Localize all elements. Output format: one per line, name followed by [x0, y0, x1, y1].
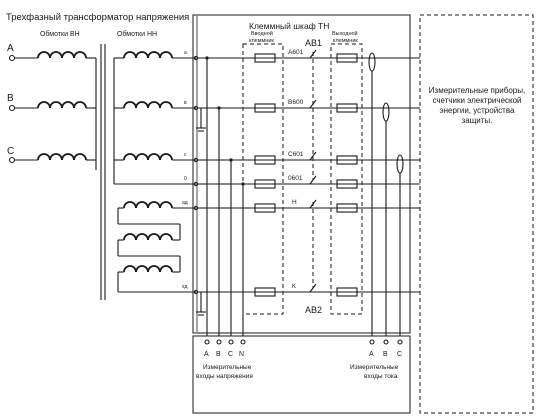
current-input-a: A — [369, 351, 374, 358]
circuit-label-n: Н — [292, 199, 297, 206]
voltage-input-wires — [205, 56, 245, 336]
phase-label-b: B — [7, 93, 14, 104]
voltage-input-b: B — [216, 351, 221, 358]
hv-coil-b — [37, 101, 87, 109]
circuit-label-k: К — [292, 283, 296, 290]
voltage-input-terminals — [204, 339, 246, 345]
terminal-cabinet-box — [192, 14, 411, 334]
phase-b-input — [8, 104, 38, 112]
breaker-2-label: АВ2 — [305, 305, 322, 315]
circuit-label-0601: 0601 — [288, 175, 303, 182]
phase-label-c: C — [7, 146, 14, 157]
instruments-label: Измерительные приборы, счетчики электрич… — [428, 86, 526, 125]
current-input-c: C — [397, 351, 402, 358]
hv-coil-a — [37, 51, 87, 59]
lv-terminal-label-c: с — [184, 152, 187, 158]
output-terminals — [336, 53, 358, 297]
hv-coil-c — [37, 153, 87, 161]
input-terminal-block-label-2: клеммник — [249, 38, 274, 44]
lv-terminal-label-b: в — [184, 100, 187, 106]
current-input-b: B — [383, 351, 388, 358]
voltage-inputs-label-2: входы напряжения — [196, 373, 253, 380]
input-terminal-block — [242, 43, 284, 315]
current-clamp-a — [368, 52, 376, 336]
cabinet-title: Клеммный шкаф ТН — [249, 21, 329, 31]
ground-symbol-b — [196, 108, 206, 132]
output-terminal-block — [330, 43, 363, 315]
hv-windings-label: Обмотки ВН — [40, 30, 80, 38]
breaker-2 — [309, 199, 317, 293]
open-delta-coil-1 — [123, 201, 173, 209]
output-terminal-block-label-2: клеммник — [333, 38, 358, 44]
instruments-box — [419, 14, 534, 414]
open-delta-coil-2 — [123, 233, 173, 241]
ground-symbol-xd — [196, 292, 206, 316]
lv-coil-c — [123, 153, 173, 161]
current-inputs-label-2: входы тока — [364, 373, 398, 380]
current-clamp-b — [382, 102, 390, 336]
current-clamp-c — [396, 154, 404, 336]
current-input-terminals — [369, 339, 403, 345]
transformer-core — [100, 44, 106, 300]
phase-a-input — [8, 54, 38, 62]
instruments-label-wrap: Измерительные приборы, счетчики электрич… — [428, 86, 526, 125]
lv-terminal-label-ad: ад — [182, 200, 188, 206]
breaker-1-label: АВ1 — [305, 38, 322, 48]
lv-terminal-label-0: 0 — [184, 176, 187, 182]
voltage-inputs-label-1: Измерительные — [203, 364, 252, 371]
phase-label-a: A — [7, 43, 14, 54]
circuit-label-a601: A601 — [288, 49, 304, 56]
lv-terminal-label-a: a — [184, 50, 187, 56]
lv-terminal-label-xd: хд — [182, 284, 188, 290]
cabinet-entry-terminals — [193, 55, 199, 295]
voltage-input-a: A — [204, 351, 209, 358]
lv-coil-a — [123, 51, 173, 59]
circuit-label-c601: C601 — [288, 151, 304, 158]
circuit-label-b600: B600 — [288, 99, 304, 106]
breaker-1 — [309, 49, 317, 185]
output-terminal-block-label-1: Выходной — [332, 30, 358, 37]
input-terminals — [254, 53, 276, 297]
lv-coil-b — [123, 101, 173, 109]
open-delta-coil-3 — [123, 265, 173, 273]
voltage-input-c: C — [228, 351, 233, 358]
diagram-title: Трехфазный трансформатор напряжения — [6, 12, 189, 23]
voltage-input-n: N — [239, 351, 244, 358]
current-inputs-label-1: Измерительные — [350, 364, 399, 371]
input-terminal-block-label-1: Вводной — [251, 30, 273, 37]
lv-windings-label: Обмотки НН — [117, 30, 157, 38]
measurement-inputs-box — [192, 335, 411, 414]
phase-c-input — [8, 156, 38, 164]
